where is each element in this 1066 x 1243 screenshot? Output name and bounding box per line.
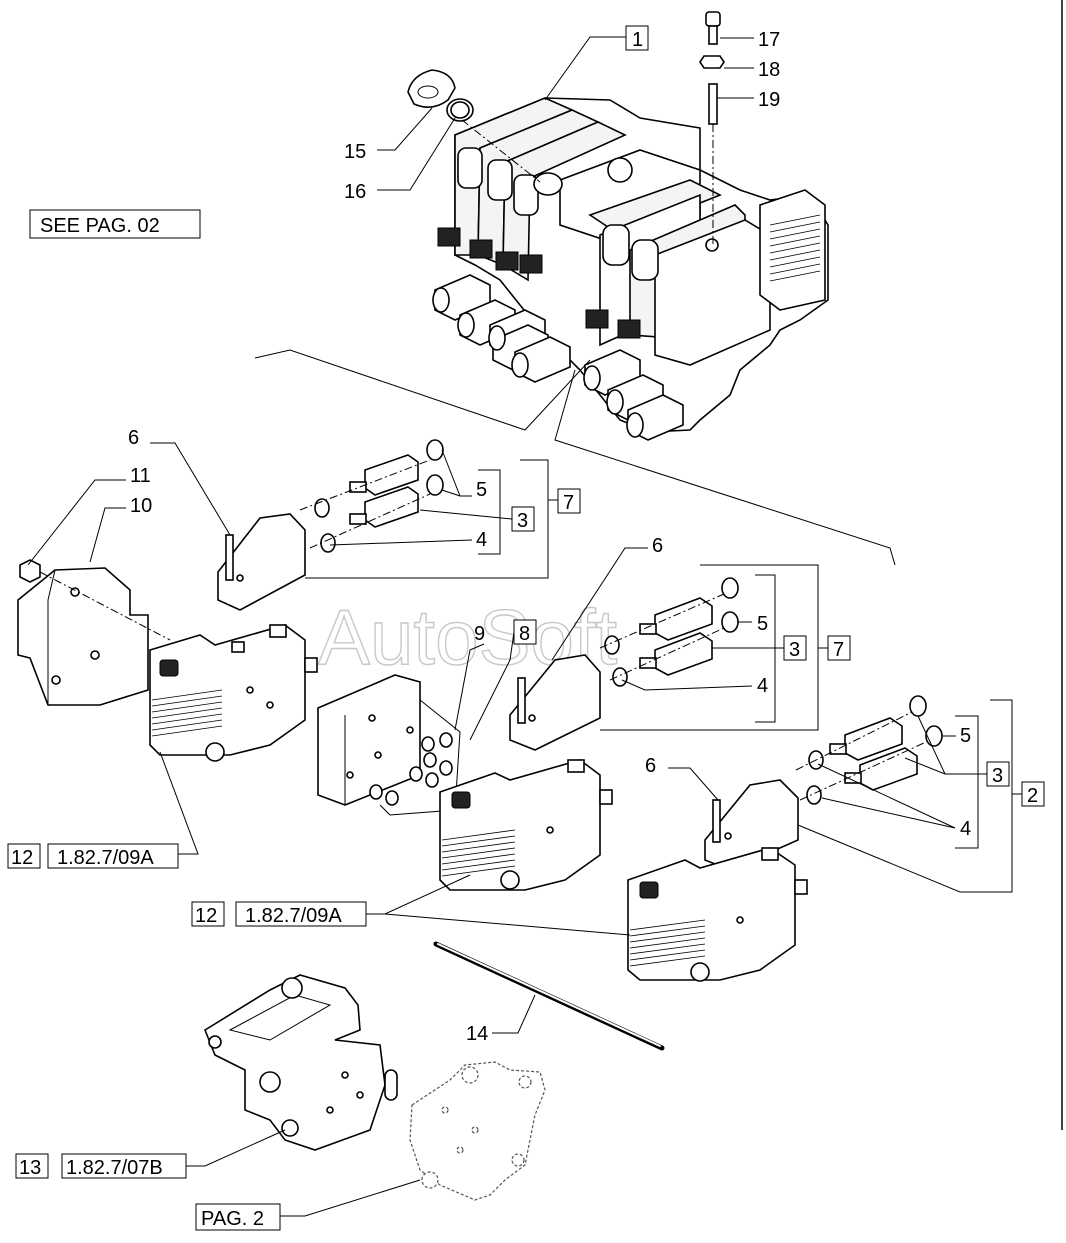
ref-07b: 1.82.7/07B — [66, 1157, 163, 1179]
cover-cap-icon — [407, 69, 456, 108]
see-page-02-reference: SEE PAG. 02 — [40, 215, 160, 237]
spacer-block-upper — [217, 513, 306, 611]
control-module-middle — [439, 759, 613, 891]
nut-11-icon — [19, 559, 41, 583]
callout-11: 11 — [130, 465, 151, 487]
callout-17: 17 — [758, 29, 780, 51]
callout-14: 14 — [466, 1023, 488, 1045]
cover-plate-10 — [17, 567, 149, 706]
ref-09a-middle: 1.82.7/09A — [245, 905, 342, 927]
solenoid-pair-right — [829, 717, 918, 791]
pag-2-reference: PAG. 2 — [201, 1208, 264, 1230]
callout-16: 16 — [344, 181, 366, 203]
ref-09a-left: 1.82.7/09A — [57, 847, 154, 869]
callout-15: 15 — [344, 141, 366, 163]
callout-4-middle: 4 — [757, 675, 768, 697]
callout-6-right: 6 — [645, 755, 656, 777]
callout-6-middle: 6 — [652, 535, 663, 557]
o-rings-middle — [604, 577, 739, 687]
callout-1: 1 — [632, 29, 643, 51]
inlet-module-13 — [204, 974, 398, 1151]
solenoid-pair-middle — [639, 597, 713, 676]
callout-12-left: 12 — [11, 847, 33, 869]
coupling-group-left — [432, 274, 571, 383]
spacer-block-middle — [509, 654, 601, 751]
callout-12-middle: 12 — [195, 905, 217, 927]
callout-3-upper: 3 — [517, 510, 528, 532]
callout-13: 13 — [19, 1157, 41, 1179]
callout-8: 8 — [519, 623, 530, 645]
callout-4-upper: 4 — [476, 529, 487, 551]
ghost-module-outline — [409, 1061, 546, 1201]
callout-4-right: 4 — [960, 818, 971, 840]
callout-6-upper: 6 — [128, 427, 139, 449]
callout-10: 10 — [130, 495, 152, 517]
callout-5-right: 5 — [960, 725, 971, 747]
seal-set-8 — [369, 732, 453, 806]
plate-block-9 — [317, 674, 421, 806]
callout-9: 9 — [474, 623, 485, 645]
coupling-group-right — [583, 349, 684, 441]
solenoid-pair-upper — [349, 454, 419, 528]
callout-3-right: 3 — [992, 765, 1003, 787]
callout-5-middle: 5 — [757, 613, 768, 635]
callout-5-upper: 5 — [476, 479, 487, 501]
control-module-left — [149, 624, 318, 762]
o-rings-right — [806, 695, 943, 805]
tie-rod-14 — [433, 941, 665, 1051]
control-module-right — [627, 847, 808, 982]
main-valve-assembly — [432, 97, 829, 441]
o-rings-upper — [314, 439, 444, 553]
callout-18: 18 — [758, 59, 780, 81]
callout-7-middle: 7 — [833, 639, 844, 661]
callout-7-upper: 7 — [563, 492, 574, 514]
callout-3-middle: 3 — [789, 639, 800, 661]
callout-2: 2 — [1027, 785, 1038, 807]
callout-19: 19 — [758, 89, 780, 111]
bolt-stack — [699, 11, 725, 245]
